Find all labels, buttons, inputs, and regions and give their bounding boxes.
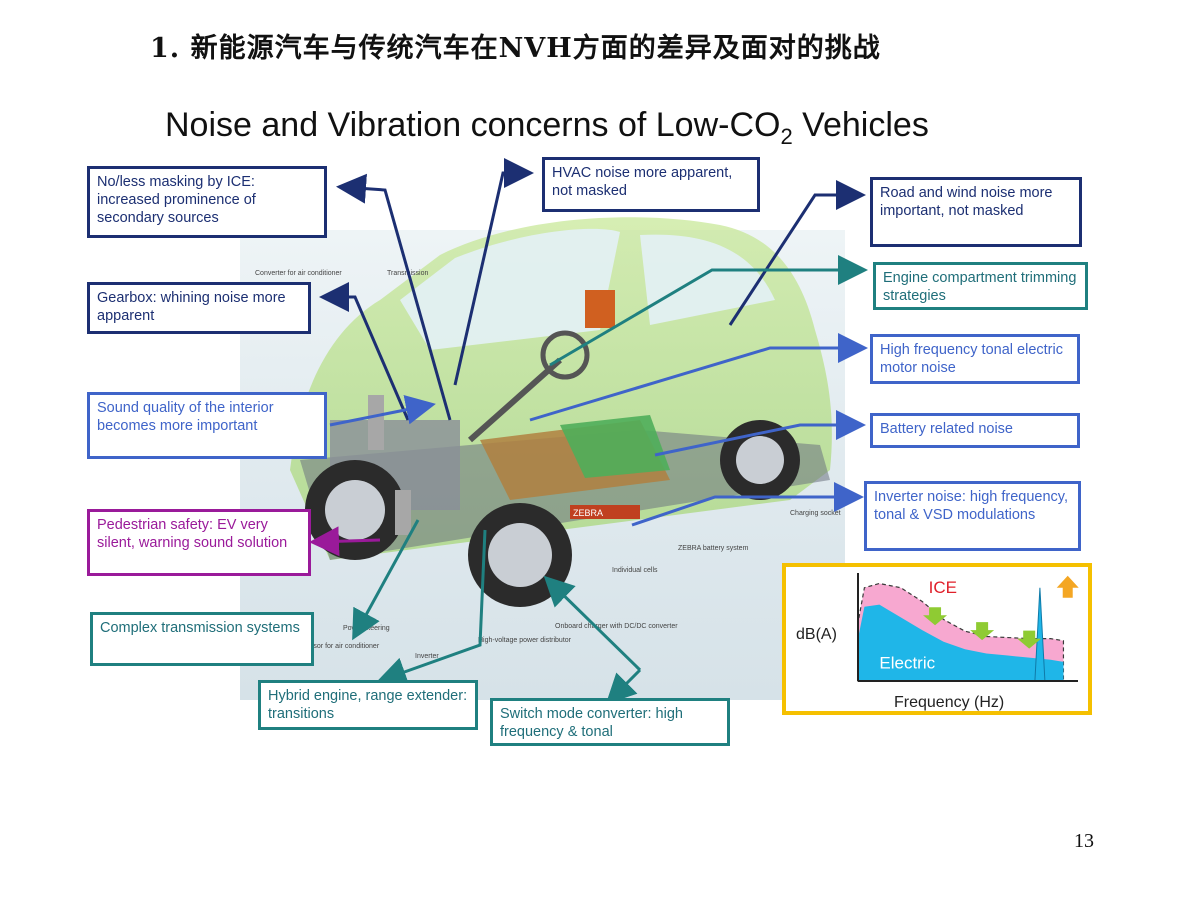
callout-hvac: HVAC noise more apparent, not masked xyxy=(542,157,760,212)
arrow-pedestrian xyxy=(309,526,381,557)
callout-engine-trim: Engine compartment trimming strategies xyxy=(873,262,1088,310)
arrow-inverter xyxy=(631,482,864,527)
arrow-battery xyxy=(654,410,866,457)
hvac-unit xyxy=(585,290,615,328)
noise-spectrum-chart: dB(A) Frequency (Hz) ICE Electric xyxy=(782,563,1092,715)
callout-battery: Battery related noise xyxy=(870,413,1080,448)
label-inverter: Inverter xyxy=(415,653,439,660)
series-label-ice: ICE xyxy=(929,578,957,597)
rear-wheel xyxy=(720,420,800,500)
arrow-engine-trim xyxy=(549,255,868,367)
noise-spectrum-svg: dB(A) Frequency (Hz) ICE Electric xyxy=(796,573,1079,711)
reduction-arrow-2 xyxy=(970,622,995,641)
callout-road-wind: Road and wind noise more important, not … xyxy=(870,177,1082,247)
tonal-peak-spike xyxy=(1034,587,1046,682)
label-cells: Individual cells xyxy=(612,567,658,574)
increase-arrow xyxy=(1056,575,1079,598)
arrow-hvac xyxy=(453,158,534,386)
callout-sound-quality: Sound quality of the interior becomes mo… xyxy=(87,392,327,459)
battery-cells xyxy=(560,415,670,478)
steering-column xyxy=(468,357,562,443)
steering-wheel xyxy=(540,330,590,380)
callout-pedestrian: Pedestrian safety: EV very silent, warni… xyxy=(87,509,311,576)
label-onboard-charger: Onboard charger with DC/DC converter xyxy=(555,623,678,630)
callout-switch-mode: Switch mode converter: high frequency & … xyxy=(490,698,730,746)
callout-hf-motor: High frequency tonal electric motor nois… xyxy=(870,334,1080,384)
callout-gearbox: Gearbox: whining noise more apparent xyxy=(87,282,311,334)
page-number: 13 xyxy=(1074,830,1094,852)
chart-xlabel: Frequency (Hz) xyxy=(894,694,1004,711)
callout-inverter: Inverter noise: high frequency, tonal & … xyxy=(864,481,1081,551)
arrow-switch-upper xyxy=(543,575,642,672)
arrow-switch-lower xyxy=(605,668,642,705)
callout-hybrid: Hybrid engine, range extender: transitio… xyxy=(258,680,478,730)
rear-shock xyxy=(395,490,411,535)
arrow-road-wind xyxy=(728,180,866,326)
battery-label xyxy=(570,505,640,519)
arrow-sound-quality xyxy=(329,394,436,427)
arrow-hf-motor xyxy=(529,333,868,422)
label-charging-socket: Charging socket xyxy=(790,510,841,517)
callout-masking: No/less masking by ICE: increased promin… xyxy=(87,166,327,238)
subtitle-end: Vehicles xyxy=(792,106,929,144)
reduction-arrow-1 xyxy=(923,607,948,626)
series-area-electric xyxy=(858,604,1064,681)
label-hv-distributor: High-voltage power distributor xyxy=(478,637,572,644)
subtitle-subscript: 2 xyxy=(780,123,793,149)
battery-brand-text: ZEBRA xyxy=(573,508,603,518)
label-power-steering: Power steering xyxy=(343,625,390,632)
arrow-hybrid xyxy=(376,529,487,687)
windshield xyxy=(400,228,620,350)
series-label-electric: Electric xyxy=(879,653,935,672)
slide-subtitle: Noise and Vibration concerns of Low-CO2 … xyxy=(165,106,929,150)
front-shock xyxy=(368,395,384,450)
label-compressor: Compressor for air conditioner xyxy=(285,643,380,650)
arrow-gearbox xyxy=(319,282,410,421)
chart-ylabel: dB(A) xyxy=(796,626,837,643)
side-window xyxy=(640,234,775,325)
label-air-conditioner: Converter for air conditioner xyxy=(255,270,342,277)
reduction-arrow-3 xyxy=(1017,630,1042,649)
label-zebra: ZEBRA battery system xyxy=(678,545,749,552)
subtitle-main: Noise and Vibration concerns of Low-CO xyxy=(165,106,781,144)
front-left-wheel xyxy=(305,460,405,560)
arrow-transmission xyxy=(352,519,420,641)
slide-heading: 1. 新能源汽车与传统汽车在NVH方面的差异及面对的挑战 xyxy=(150,33,881,64)
arrow-masking xyxy=(336,173,452,421)
callout-transmission: Complex transmission systems xyxy=(90,612,314,666)
